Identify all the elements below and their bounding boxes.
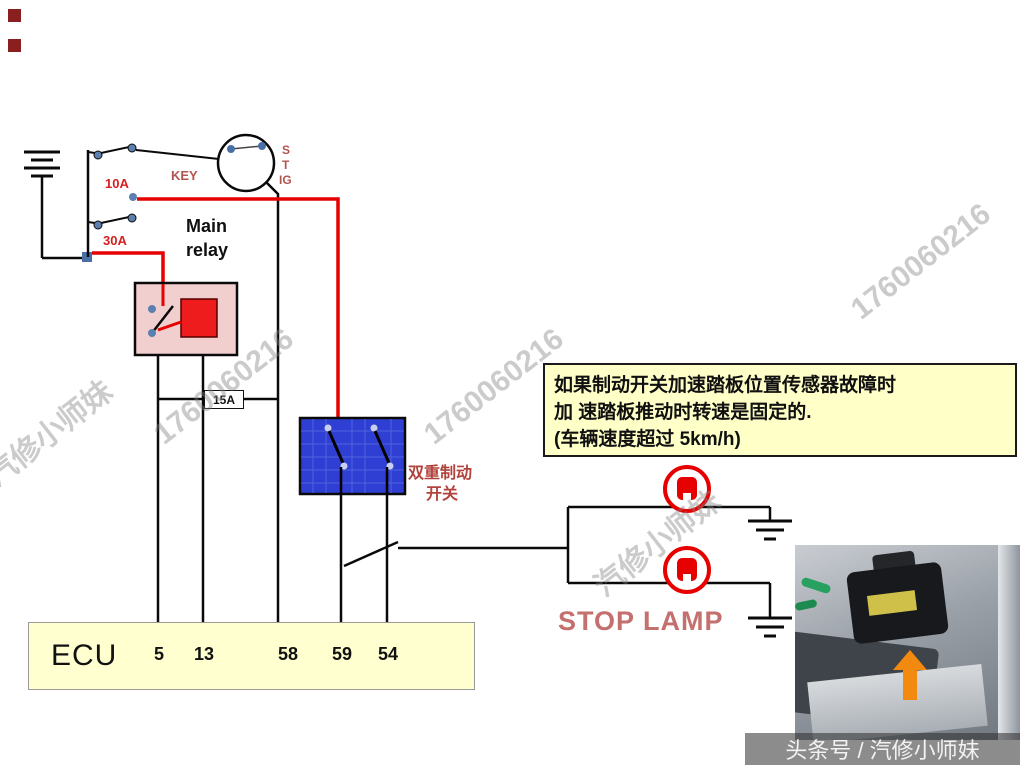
dual-brake-switch-label-line2: 开关 <box>426 486 459 503</box>
dual-brake-switch-label-line1: 双重制动 <box>408 465 473 482</box>
ecu-pin-59: 59 <box>331 644 353 664</box>
stop-lamp-bulb-2 <box>663 546 711 594</box>
key-label: KEY <box>171 168 198 183</box>
relay-feed-red-wire <box>92 251 165 284</box>
key-terminal-t-label: T <box>282 158 290 172</box>
ecu-pin-58: 58 <box>277 644 299 664</box>
bullet-square-1 <box>8 9 21 22</box>
ground-symbol-2 <box>748 616 792 638</box>
ecu-box: ECU 5 13 58 59 54 <box>28 622 475 690</box>
ecu-pin-54: 54 <box>377 644 399 664</box>
key-terminal-s-label: S <box>282 143 291 157</box>
fuse-30a-label: 30A <box>103 233 127 248</box>
photo-metal-pole <box>998 545 1020 740</box>
main-relay-label-line2: relay <box>186 240 229 260</box>
main-relay-box <box>133 281 239 357</box>
watermark-footer-text: 头条号 / 汽修小师妹 <box>785 738 980 763</box>
ecu-label: ECU <box>51 639 118 672</box>
photo-green-wire-2 <box>795 598 818 612</box>
fuse-15a-box: 15A <box>204 390 244 409</box>
stop-lamp-label: STOP LAMP <box>558 606 724 636</box>
note-line-1: 如果制动开关加速踏板位置传感器故障时 <box>554 375 897 396</box>
ecu-pin-13: 13 <box>193 644 215 664</box>
fault-note-box: 如果制动开关加速踏板位置传感器故障时 加 速踏板推动时转速是固定的. (车辆速度… <box>543 363 1017 457</box>
photo-orange-arrow <box>893 650 927 700</box>
terminal-dot <box>129 193 137 201</box>
battery-symbol <box>24 150 86 260</box>
dual-brake-switch-box <box>298 416 407 496</box>
ignition-red-wire <box>137 197 340 418</box>
fuse-30a-symbol <box>87 213 137 230</box>
ignition-key-switch <box>216 133 280 622</box>
fuse-10a-symbol <box>87 143 220 160</box>
dual-brake-switch-label: 双重制动 开关 <box>408 463 472 505</box>
ecu-pin-5: 5 <box>153 644 164 664</box>
main-relay-label: Main relay <box>186 214 228 262</box>
photo-green-wire-1 <box>800 576 832 595</box>
bullet-square-2 <box>8 39 21 52</box>
stop-lamp-bulb-1 <box>663 465 711 513</box>
note-line-3: (车辆速度超过 5km/h) <box>554 429 741 450</box>
brake-pedal-photo <box>795 545 1020 740</box>
arrow-stem <box>903 670 917 700</box>
key-terminal-ig-label: IG <box>279 173 292 187</box>
ground-symbol-1 <box>748 519 792 541</box>
note-line-2: 加 速踏板推动时转速是固定的. <box>554 402 812 423</box>
watermark-footer: 头条号 / 汽修小师妹 <box>745 733 1020 765</box>
brake-switch-contact <box>343 540 399 568</box>
main-relay-label-line1: Main <box>186 216 228 236</box>
fuse-10a-label: 10A <box>105 176 129 191</box>
arrow-head <box>893 650 927 670</box>
